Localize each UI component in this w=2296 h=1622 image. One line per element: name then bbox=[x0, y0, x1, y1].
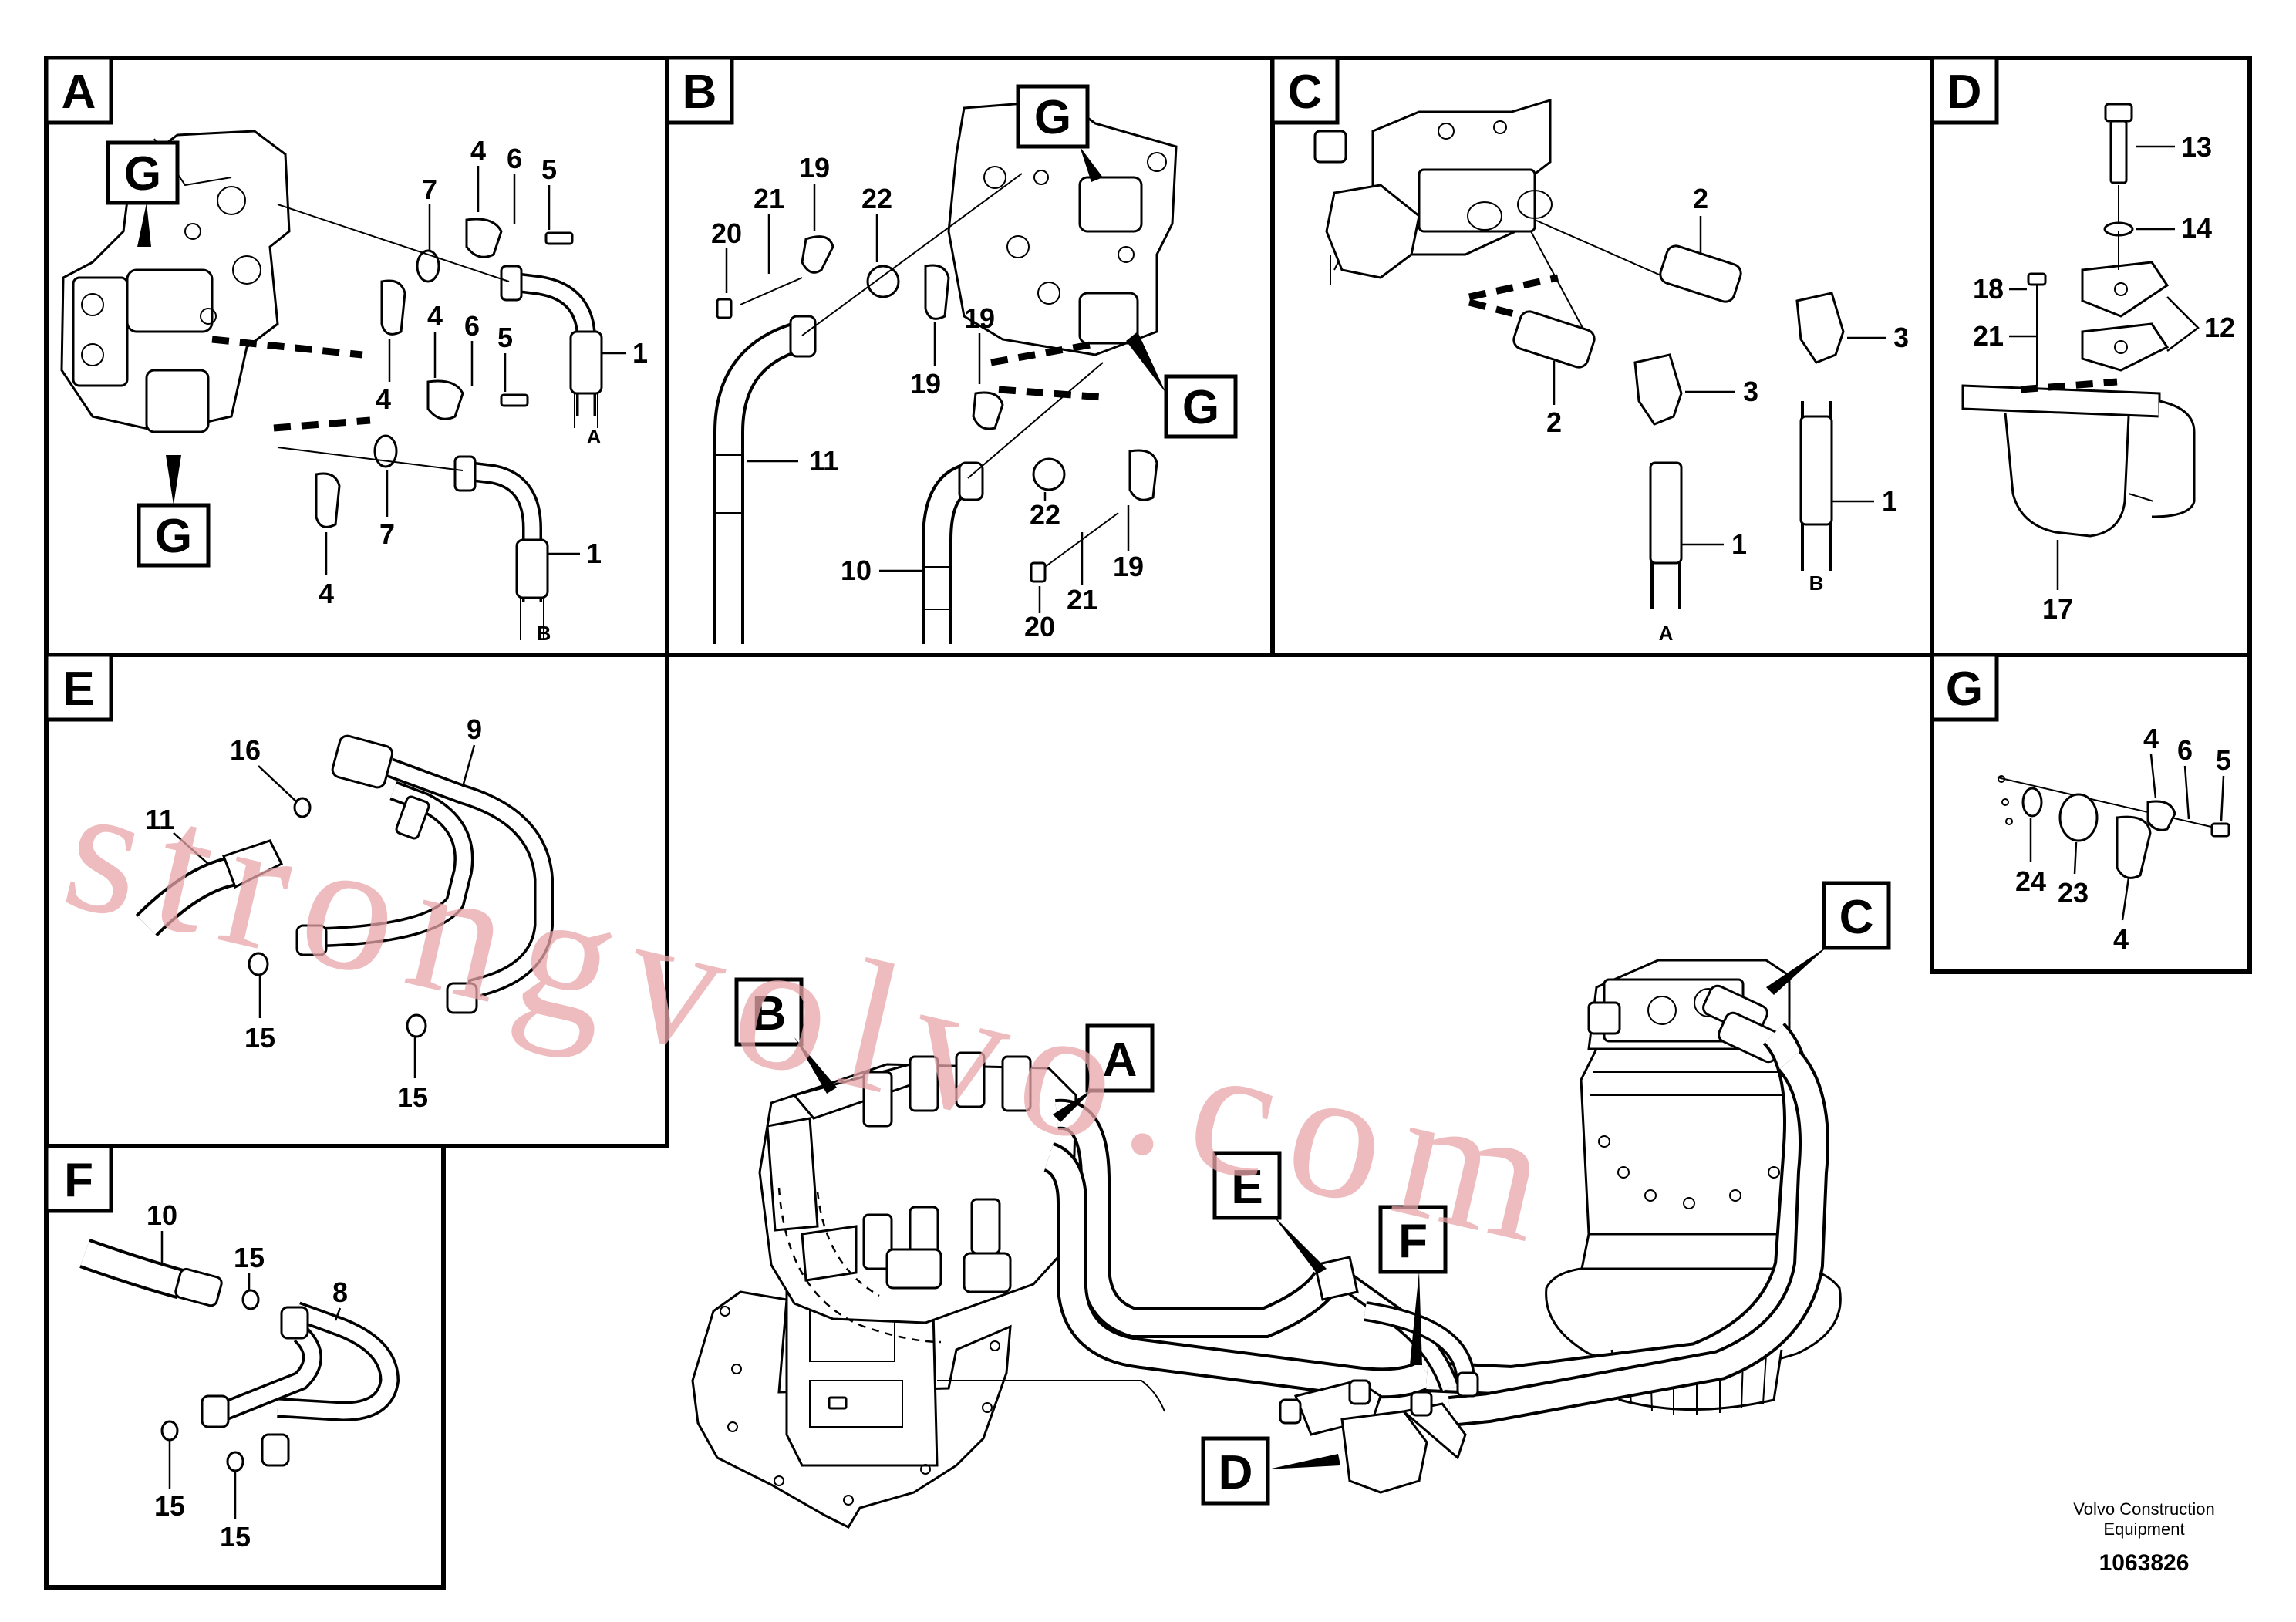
panel-c: C 2 3 2 3 1 bbox=[1270, 56, 1934, 657]
panel-c-end-label-a: A bbox=[1659, 622, 1674, 645]
panel-e-callout-9: 9 bbox=[467, 713, 482, 745]
panel-b-callout-10: 10 bbox=[841, 555, 872, 586]
panel-c-tag: C bbox=[1288, 66, 1323, 119]
panel-b-callout-19-mid: 19 bbox=[964, 302, 995, 334]
panel-a-end-label-b: B bbox=[537, 622, 551, 645]
overview-tag-e: E bbox=[1231, 1161, 1263, 1214]
panel-b-callout-11: 11 bbox=[809, 445, 838, 477]
panel-b-callout-19-left: 19 bbox=[910, 368, 941, 400]
panel-g-callout-23: 23 bbox=[2058, 877, 2089, 909]
panel-c-callout-2-top: 2 bbox=[1693, 183, 1708, 214]
panel-f-callout-8: 8 bbox=[332, 1276, 348, 1308]
overview-tag-c: C bbox=[1839, 891, 1874, 944]
panel-a-callout-1-bottom: 1 bbox=[586, 538, 602, 569]
panel-b-callout-20-bottom: 20 bbox=[1024, 611, 1055, 642]
panel-d-callout-18: 18 bbox=[1973, 273, 2004, 305]
panel-a-valve-block bbox=[60, 130, 291, 433]
panel-b-callout-21-bottom: 21 bbox=[1067, 584, 1097, 615]
panel-e-callout-15-right: 15 bbox=[397, 1081, 428, 1113]
panel-g-callout-4-bottom: 4 bbox=[2113, 923, 2129, 955]
panel-e-callout-15-left: 15 bbox=[244, 1022, 275, 1054]
panel-e-callout-16: 16 bbox=[230, 734, 261, 766]
panel-f: F 10 15 8 15 15 bbox=[44, 1144, 446, 1590]
panel-g-tag: G bbox=[1946, 663, 1983, 716]
panel-a-callout-4-left: 4 bbox=[376, 383, 391, 415]
panel-d-tag: D bbox=[1947, 66, 1982, 119]
overview-assembly bbox=[691, 959, 1842, 1529]
panel-b-callout-19-top: 19 bbox=[799, 152, 830, 184]
panel-c-callout-1-left: 1 bbox=[1731, 528, 1747, 560]
panel-a-callout-7-bottom: 7 bbox=[379, 518, 395, 550]
panel-d: D 13 14 18 21 12 17 bbox=[1930, 56, 2252, 657]
panel-g-callout-6: 6 bbox=[2177, 734, 2193, 766]
overview-tag-b: B bbox=[752, 987, 787, 1040]
panel-b: B G bbox=[665, 56, 1275, 657]
panel-e-tag: E bbox=[62, 663, 94, 716]
panel-a-callout-6-top: 6 bbox=[507, 143, 522, 174]
panel-a-callout-4-bottom: 4 bbox=[319, 578, 334, 609]
panel-d-callout-17: 17 bbox=[2042, 593, 2073, 625]
panel-a-sub-tag-g-bottom: G bbox=[155, 510, 192, 563]
panel-a-callout-6-mid: 6 bbox=[464, 310, 480, 342]
panel-a-callout-1-top: 1 bbox=[632, 337, 648, 369]
panel-b-callout-22-top: 22 bbox=[861, 183, 892, 214]
overview-tag-f: F bbox=[1398, 1215, 1428, 1268]
panel-a-callout-5-mid: 5 bbox=[497, 322, 513, 353]
credit-line-2: Equipment bbox=[2103, 1519, 2184, 1539]
panel-c-callout-1-right: 1 bbox=[1882, 485, 1897, 517]
panel-d-callout-13: 13 bbox=[2181, 131, 2212, 163]
panel-e: E 16 9 11 15 15 bbox=[44, 653, 669, 1148]
panel-f-callout-10: 10 bbox=[147, 1199, 177, 1231]
panel-g-callout-24: 24 bbox=[2015, 865, 2046, 897]
panel-b-callout-20-top: 20 bbox=[711, 218, 742, 249]
panel-g-callout-5: 5 bbox=[2216, 744, 2231, 776]
overview-tags: B A C E F D bbox=[734, 881, 1891, 1506]
panel-b-sub-tag-g-right: G bbox=[1182, 381, 1219, 434]
panel-e-callout-11: 11 bbox=[145, 804, 174, 835]
panel-f-tag: F bbox=[64, 1154, 93, 1207]
panel-a-callout-5-top: 5 bbox=[541, 153, 557, 185]
overview-tag-a: A bbox=[1103, 1034, 1138, 1087]
panel-d-callout-21: 21 bbox=[1973, 320, 2004, 352]
panel-b-callout-19-bottom: 19 bbox=[1113, 551, 1144, 582]
overview-tag-d: D bbox=[1219, 1446, 1253, 1499]
credit-line-1: Volvo Construction bbox=[2073, 1499, 2214, 1519]
panel-a-callout-4-top: 4 bbox=[470, 135, 486, 167]
panel-b-tag: B bbox=[683, 66, 717, 119]
panel-f-callout-15-left: 15 bbox=[154, 1490, 185, 1522]
panel-b-valve-block bbox=[947, 99, 1178, 356]
panel-c-callout-3-bottom: 3 bbox=[1743, 376, 1758, 407]
panel-a-callout-7-top: 7 bbox=[422, 174, 437, 205]
panel-a-end-label-a: A bbox=[587, 425, 602, 448]
panel-d-callout-14: 14 bbox=[2181, 212, 2212, 244]
panel-b-callout-22-bottom: 22 bbox=[1030, 499, 1060, 531]
panel-a-tag: A bbox=[62, 66, 96, 119]
panel-c-callout-2-bottom: 2 bbox=[1546, 406, 1562, 438]
panel-a-sub-tag-g-top: G bbox=[124, 147, 161, 201]
panel-f-callout-15-bottom: 15 bbox=[220, 1521, 251, 1553]
panel-g: G 4 6 5 24 23 4 bbox=[1930, 653, 2252, 974]
document-number: 1063826 bbox=[2099, 1550, 2190, 1576]
panel-a-callout-4-mid: 4 bbox=[427, 300, 443, 332]
panel-d-callout-12: 12 bbox=[2204, 312, 2235, 343]
panel-c-swing-motor bbox=[1313, 98, 1553, 285]
panel-a: A bbox=[44, 56, 669, 657]
panel-c-end-label-b: B bbox=[1809, 572, 1824, 595]
panel-c-callout-3-top: 3 bbox=[1893, 322, 1909, 353]
panel-f-callout-15-top: 15 bbox=[234, 1242, 265, 1273]
panel-b-callout-21-top: 21 bbox=[754, 183, 784, 214]
panel-b-sub-tag-g-top: G bbox=[1034, 91, 1071, 144]
panel-g-callout-4-top: 4 bbox=[2143, 723, 2159, 754]
